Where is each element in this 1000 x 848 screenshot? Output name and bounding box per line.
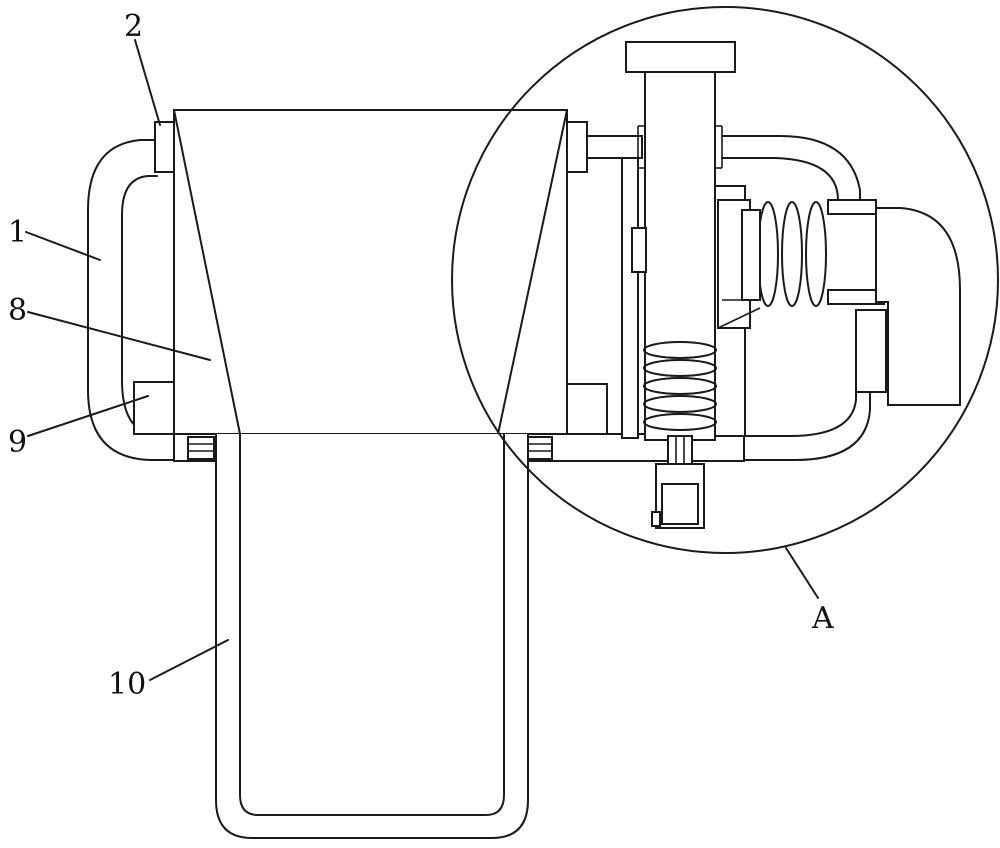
label-10: 10 [108,667,146,702]
collection-bag-10 [215,433,529,839]
label-8: 8 [8,293,27,328]
label-9: 9 [8,425,27,460]
block-9 [133,381,175,435]
label-2: 2 [124,9,143,44]
connector-block-2 [154,121,176,173]
hinge-left [187,436,215,460]
label-1: 1 [8,215,27,250]
hopper-body-8 [173,109,568,435]
right-mechanism [566,41,961,529]
label-a: A [811,601,834,636]
vertical-spring [643,340,717,436]
horizontal-spring [741,201,827,307]
detail-circle-a [451,6,999,554]
hinge-right [525,436,553,460]
leader-lines [25,39,819,681]
